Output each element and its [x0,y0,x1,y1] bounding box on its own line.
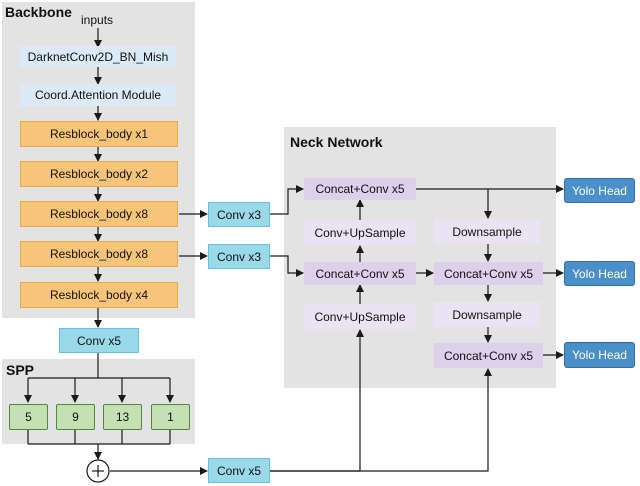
darknet-conv-node: DarknetConv2D_BN_Mish [20,46,176,67]
resblock-x8-b-node: Resblock_body x8 [20,241,178,267]
resblock-x2-node: Resblock_body x2 [20,161,178,187]
conv-x5-bottom-node: Conv x5 [208,458,270,483]
spp-pool-1: 1 [151,404,190,430]
yolo-head-3: Yolo Head [564,342,635,368]
yolo-head-2: Yolo Head [564,261,635,286]
spp-title: SPP [6,362,35,378]
coord-attention-node: Coord.Attention Module [20,84,176,106]
conv-x3-b-node: Conv x3 [208,244,270,269]
concat-mid-node: Concat+Conv x5 [304,262,416,285]
concat-right-bottom-node: Concat+Conv x5 [434,343,543,368]
resblock-x4-node: Resblock_body x4 [20,282,178,308]
concat-top-node: Concat+Conv x5 [304,178,416,200]
backbone-title: Backbone [5,4,72,20]
spp-pool-5: 5 [9,404,48,430]
spp-pool-9: 9 [56,404,95,430]
spp-pool-13: 13 [103,404,142,430]
conv-x3-a-node: Conv x3 [208,202,270,227]
resblock-x1-node: Resblock_body x1 [20,121,178,147]
upsample-bottom-node: Conv+UpSample [304,304,416,329]
downsample-top-node: Downsample [434,219,540,244]
resblock-x8-a-node: Resblock_body x8 [20,201,178,227]
yolo-head-1: Yolo Head [564,178,635,203]
conv-x5-top-node: Conv x5 [59,328,139,353]
downsample-bottom-node: Downsample [434,302,540,327]
concat-right-mid-node: Concat+Conv x5 [434,262,543,285]
inputs-label: inputs [81,13,114,27]
neck-title: Neck Network [290,134,383,150]
upsample-top-node: Conv+UpSample [304,220,416,245]
